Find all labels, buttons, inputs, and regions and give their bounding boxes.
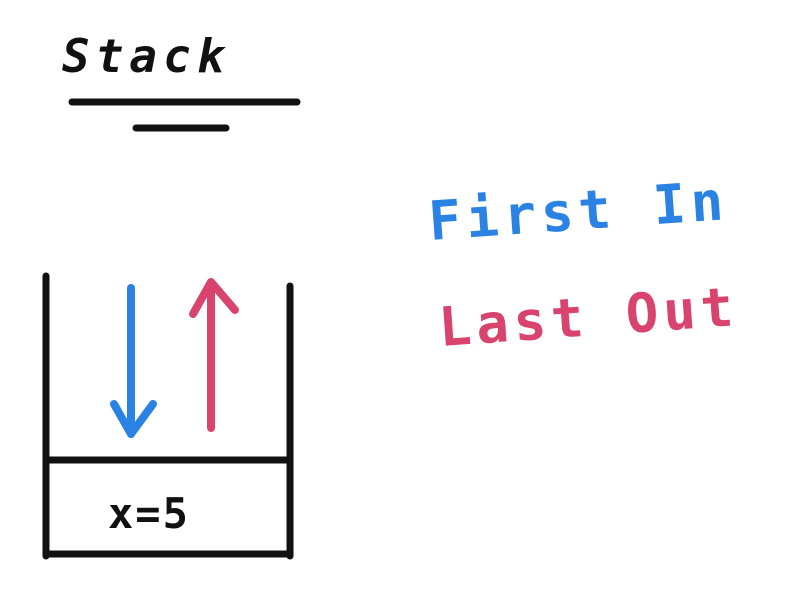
stack-item: x=5 (42, 456, 294, 538)
arrow-up-icon (189, 278, 239, 432)
caption-last-out: Last Out (437, 275, 741, 359)
diagram-title: Stack (62, 29, 230, 83)
stack-item-label: x=5 (108, 489, 190, 538)
arrow-down-icon (110, 284, 157, 438)
stack-container (42, 272, 294, 560)
caption-first-in: First In (427, 169, 731, 253)
